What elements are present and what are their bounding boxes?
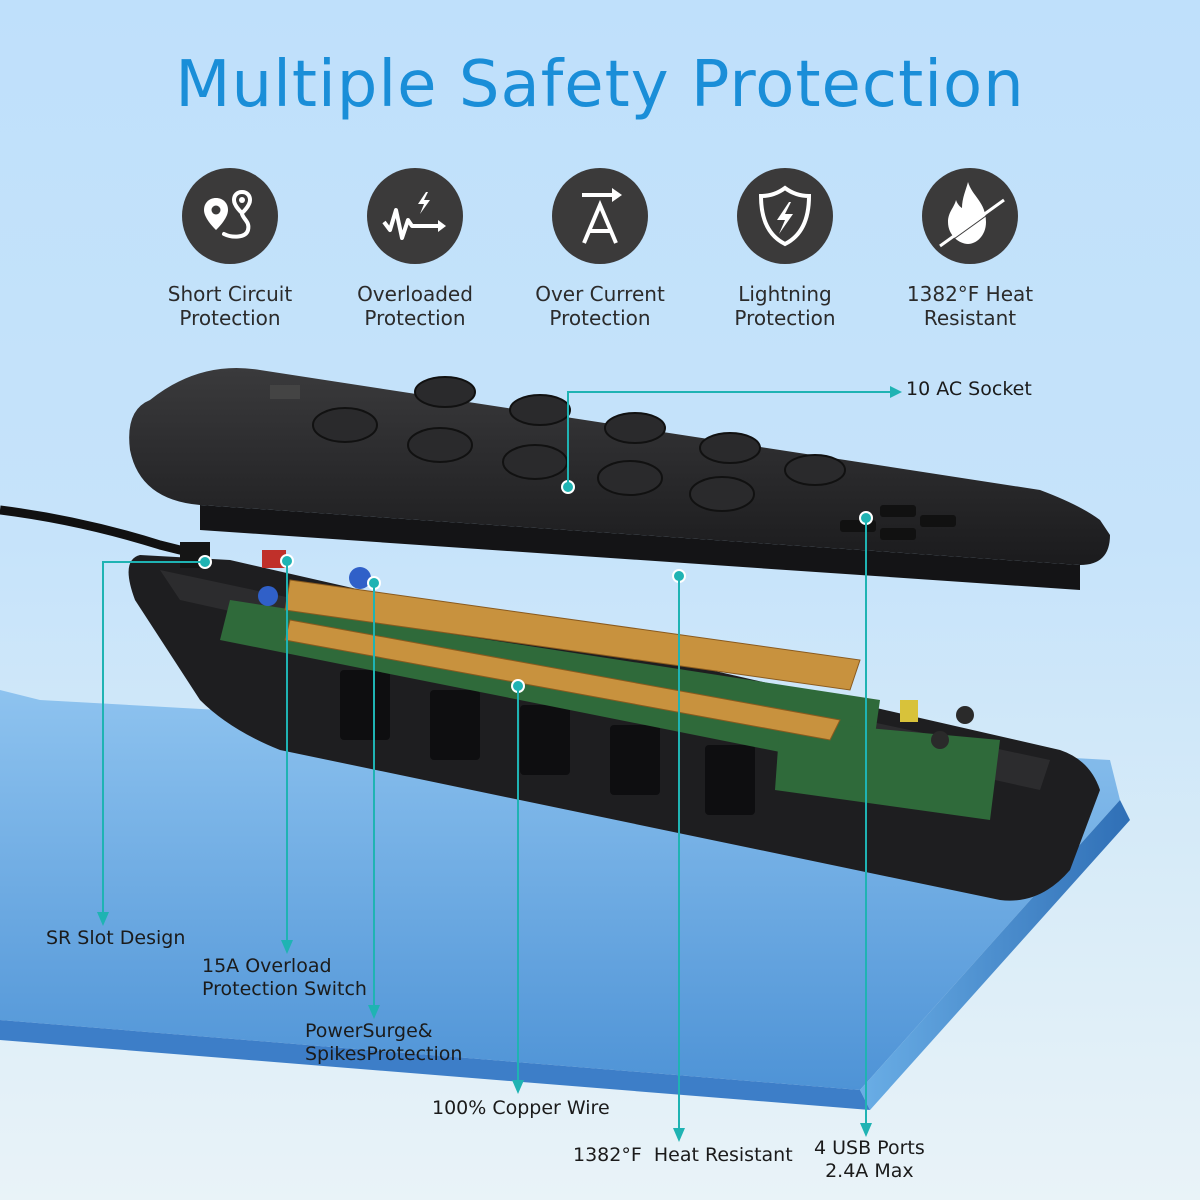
callout-lines [97,386,902,1142]
map-route-icon [182,168,278,264]
ampere-arrow-icon [552,168,648,264]
shield-lightning-icon [737,168,833,264]
feature-label-line2: Protection [734,306,836,330]
callout-usb-ports: 4 USB Ports 2.4A Max [814,1137,925,1183]
callout-copper-wire: 100% Copper Wire [432,1097,610,1119]
feature-lightning: Lightning Protection [685,168,885,330]
page-title: Multiple Safety Protection [175,48,1025,122]
surge-wave-icon [367,168,463,264]
feature-over-current: Over Current Protection [500,168,700,330]
callout-line1: 4 USB Ports [814,1137,925,1159]
no-fire-icon [922,168,1018,264]
feature-short-circuit: Short Circuit Protection [130,168,330,330]
callout-sr-slot: SR Slot Design [46,927,186,949]
feature-label-line1: 1382°F Heat [906,282,1034,306]
feature-label-line1: Short Circuit [167,282,293,306]
feature-label-line2: Protection [364,306,466,330]
feature-label-line2: Protection [179,306,281,330]
feature-label-line1: Over Current [535,282,665,306]
callout-overload-switch: 15A Overload Protection Switch [202,955,367,1001]
feature-overload: Overloaded Protection [315,168,515,330]
callout-line2: 2.4A Max [825,1160,914,1182]
callout-line2: Protection Switch [202,978,367,1000]
callout-ac-socket: 10 AC Socket [906,378,1032,400]
callout-line2: SpikesProtection [305,1043,463,1065]
feature-heat-resistant: 1382°F Heat Resistant [870,168,1070,330]
feature-label-line1: Overloaded [357,282,473,306]
power-cord [0,505,202,560]
circuit-board [220,550,1000,820]
callout-heat-resistant: 1382°F Heat Resistant [573,1144,793,1166]
feature-label-line1: Lightning [738,282,832,306]
callout-line1: 15A Overload [202,955,332,977]
callout-line1: PowerSurge& [305,1020,433,1042]
feature-label-line2: Protection [549,306,651,330]
callout-surge: PowerSurge& SpikesProtection [305,1020,462,1066]
feature-label-line2: Resistant [923,306,1017,330]
